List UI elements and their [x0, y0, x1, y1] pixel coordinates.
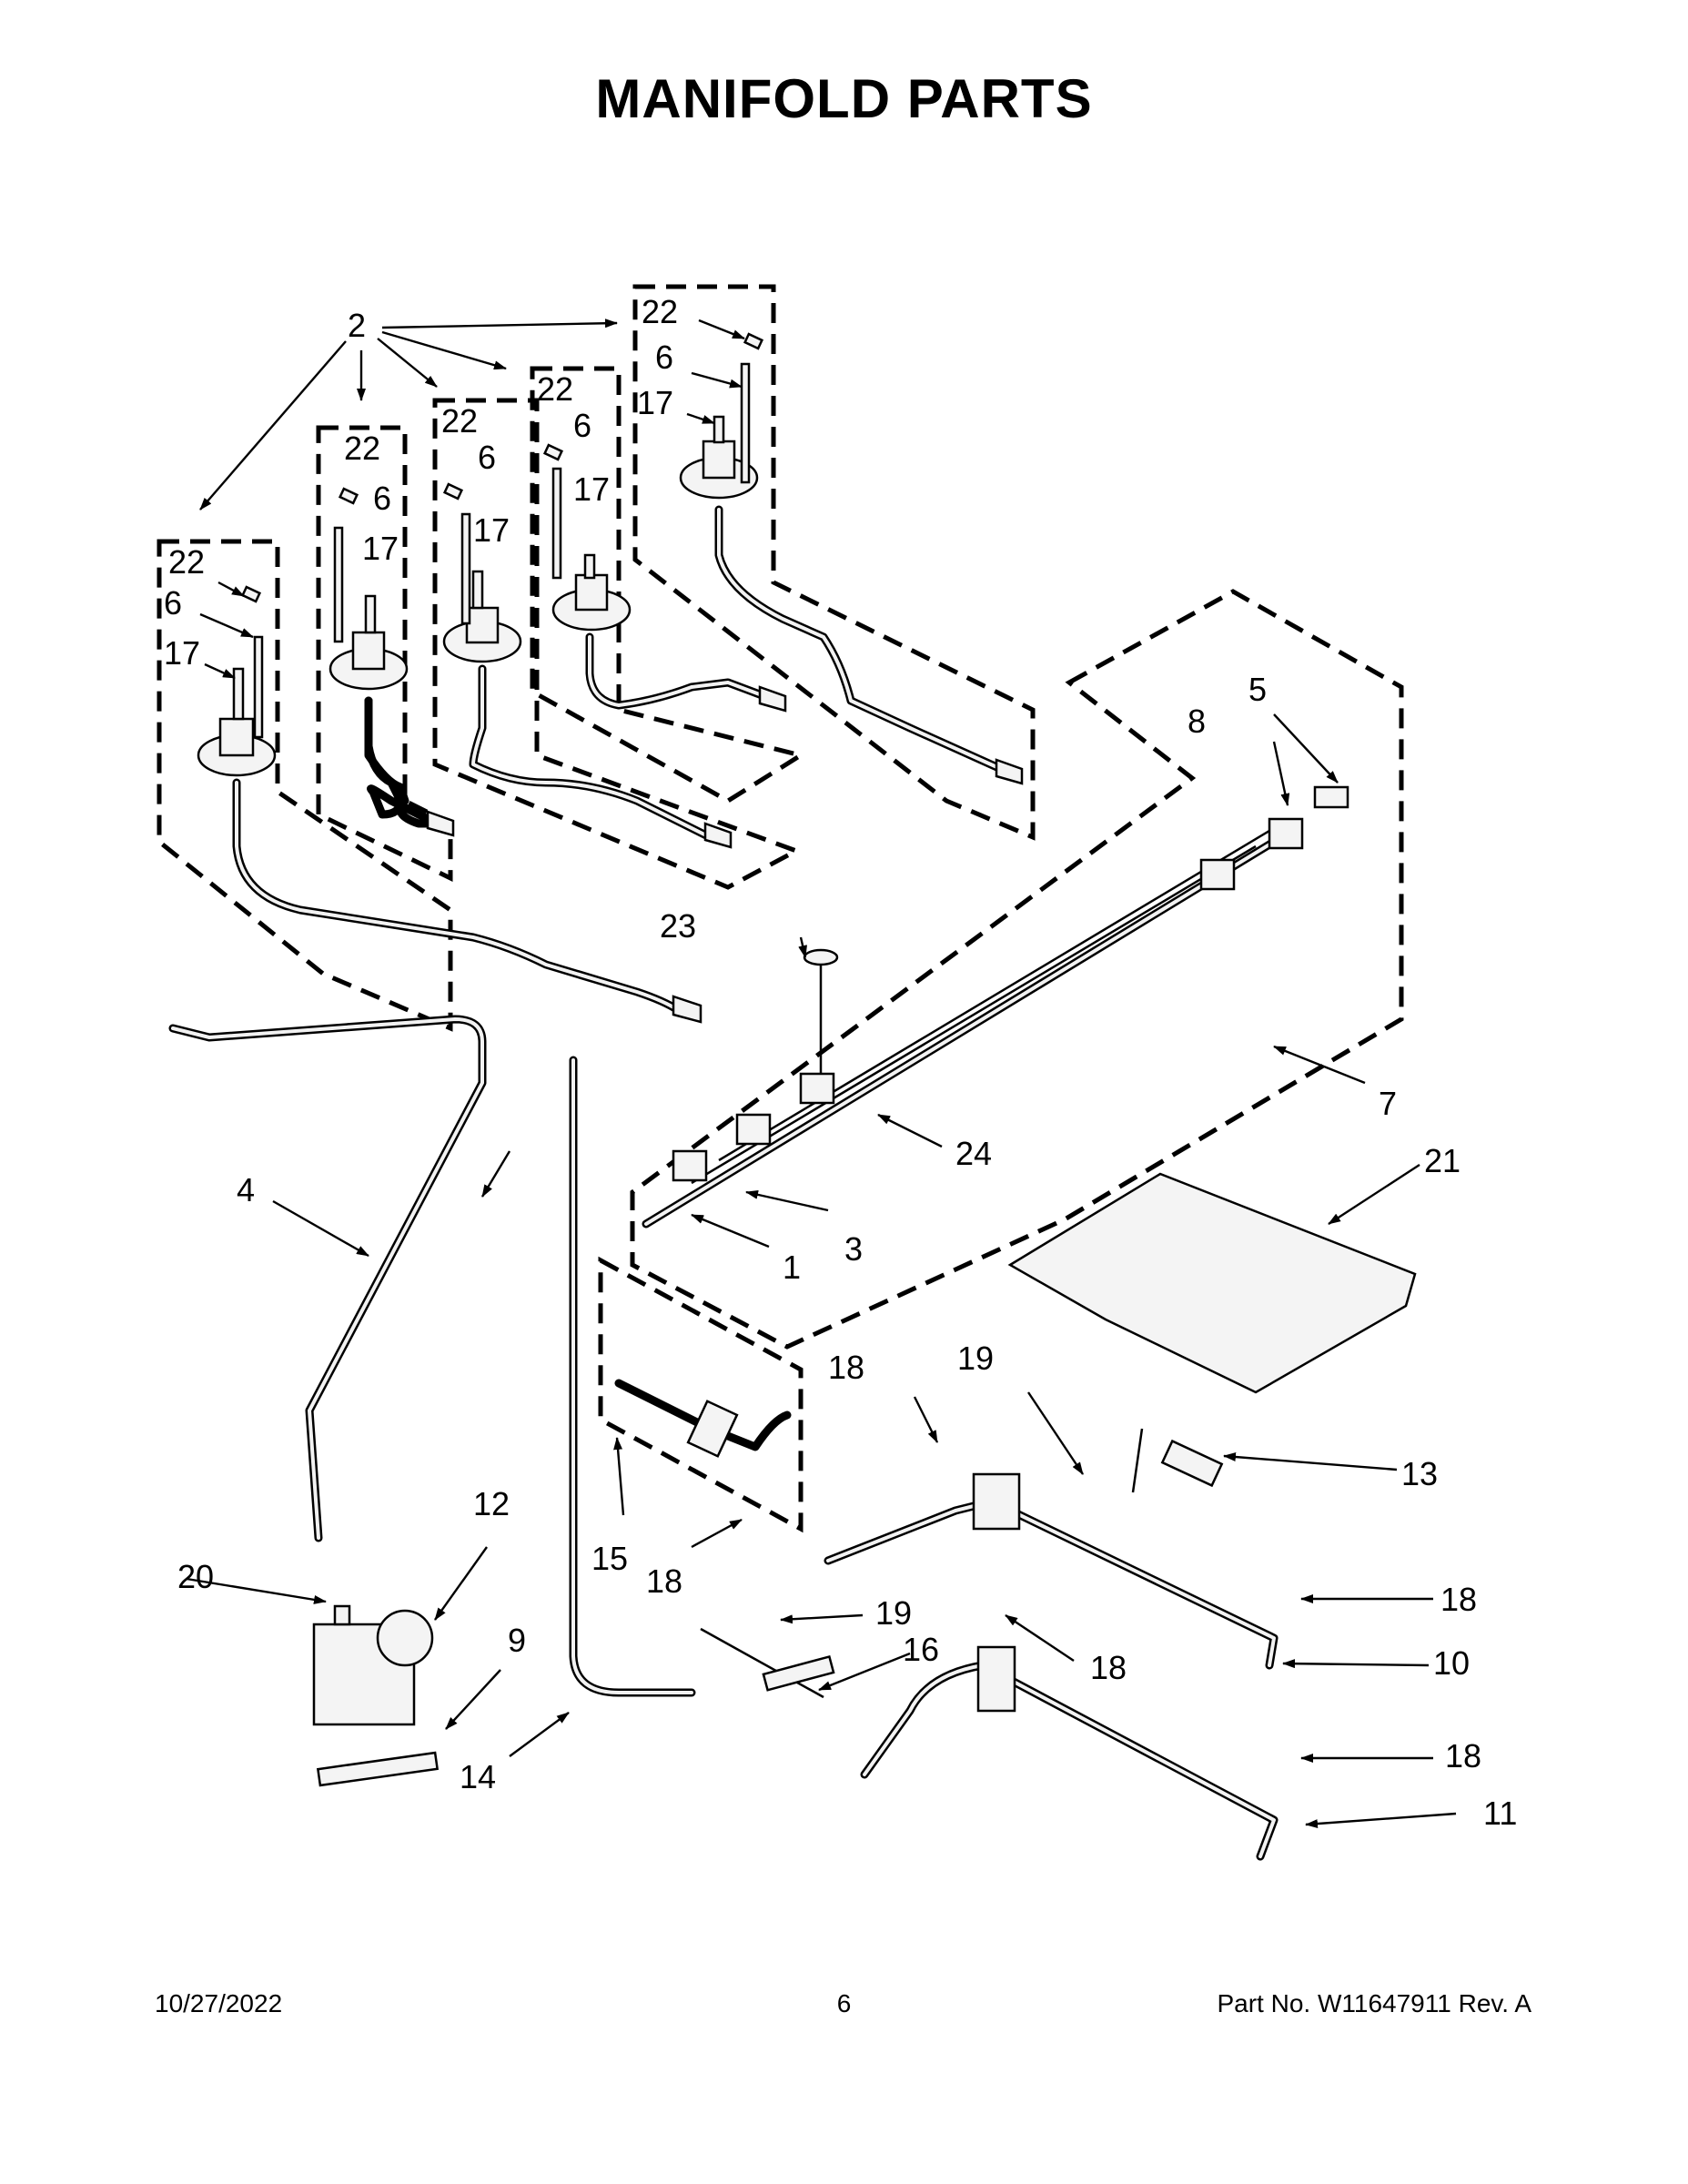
- burner-valve-assembly-3: [442, 512, 733, 849]
- callout-22: 22: [168, 543, 205, 581]
- callout-18b: 18: [646, 1562, 682, 1600]
- callout-labels: 1 2 3 4 5 6 6 6 6 6 7 8 9 10 11 12 13 14…: [164, 293, 1517, 1832]
- callout-10: 10: [1433, 1644, 1470, 1682]
- callout-17e: 17: [637, 384, 673, 421]
- igniter-13: [1131, 1428, 1224, 1493]
- callout-6d: 6: [573, 407, 591, 444]
- supply-tube-14: [569, 1056, 696, 1697]
- callout-11: 11: [1483, 1795, 1517, 1832]
- callout-21: 21: [1424, 1142, 1461, 1179]
- callout-arrows: [186, 318, 1457, 1829]
- page-title: MANIFOLD PARTS: [595, 68, 1093, 129]
- callout-5: 5: [1248, 671, 1267, 708]
- callout-9: 9: [508, 1622, 526, 1659]
- burner-valve-assembly-2: [329, 526, 455, 837]
- callout-22d: 22: [537, 370, 573, 408]
- bake-burner-11: [860, 1645, 1279, 1861]
- callout-18c: 18: [1090, 1649, 1127, 1686]
- regulator-12: [312, 1604, 440, 1787]
- callout-22e: 22: [642, 293, 678, 330]
- callout-17: 17: [164, 634, 200, 672]
- heat-shield-21: [1007, 1172, 1417, 1394]
- callout-22c: 22: [441, 402, 478, 440]
- burner-valve-assembly-4: [551, 467, 787, 713]
- callout-19: 19: [957, 1340, 994, 1377]
- manifold-assembly: [642, 785, 1349, 1228]
- callout-2: 2: [348, 307, 366, 344]
- callout-6: 6: [164, 584, 182, 622]
- footer-part-number: Part No. W11647911 Rev. A: [1217, 1989, 1531, 2017]
- callout-1: 1: [783, 1249, 801, 1286]
- callout-14: 14: [460, 1758, 496, 1795]
- callout-18d: 18: [1440, 1581, 1477, 1618]
- broil-burner-10: [824, 1472, 1279, 1670]
- callout-18: 18: [828, 1349, 864, 1386]
- elbow-assembly-15: [614, 1379, 792, 1458]
- callout-24: 24: [955, 1135, 992, 1172]
- callout-6c: 6: [478, 439, 496, 476]
- callout-17d: 17: [573, 470, 610, 508]
- callout-13: 13: [1401, 1455, 1438, 1492]
- callout-22b: 22: [344, 430, 380, 467]
- callout-12: 12: [473, 1485, 510, 1522]
- bracket-16: [700, 1627, 835, 1699]
- callout-4: 4: [237, 1171, 255, 1208]
- callout-8: 8: [1188, 703, 1206, 740]
- callout-18e: 18: [1445, 1737, 1481, 1774]
- footer-page-number: 6: [836, 1989, 852, 2017]
- burner-valve-assembly-5: [679, 362, 1024, 785]
- callout-16: 16: [903, 1631, 939, 1668]
- callout-20: 20: [177, 1558, 214, 1595]
- callout-3: 3: [844, 1230, 863, 1268]
- supply-tube-4: [168, 1015, 487, 1542]
- callout-17c: 17: [473, 511, 510, 549]
- callout-15: 15: [591, 1540, 628, 1577]
- burner-valve-assembly-1: [197, 635, 702, 1024]
- callout-6e: 6: [655, 339, 673, 376]
- callout-6b: 6: [373, 480, 391, 517]
- callout-19b: 19: [875, 1594, 912, 1632]
- callout-7: 7: [1379, 1085, 1397, 1122]
- footer-date: 10/27/2022: [155, 1989, 283, 2017]
- callout-17b: 17: [362, 530, 399, 567]
- callout-23: 23: [660, 907, 696, 945]
